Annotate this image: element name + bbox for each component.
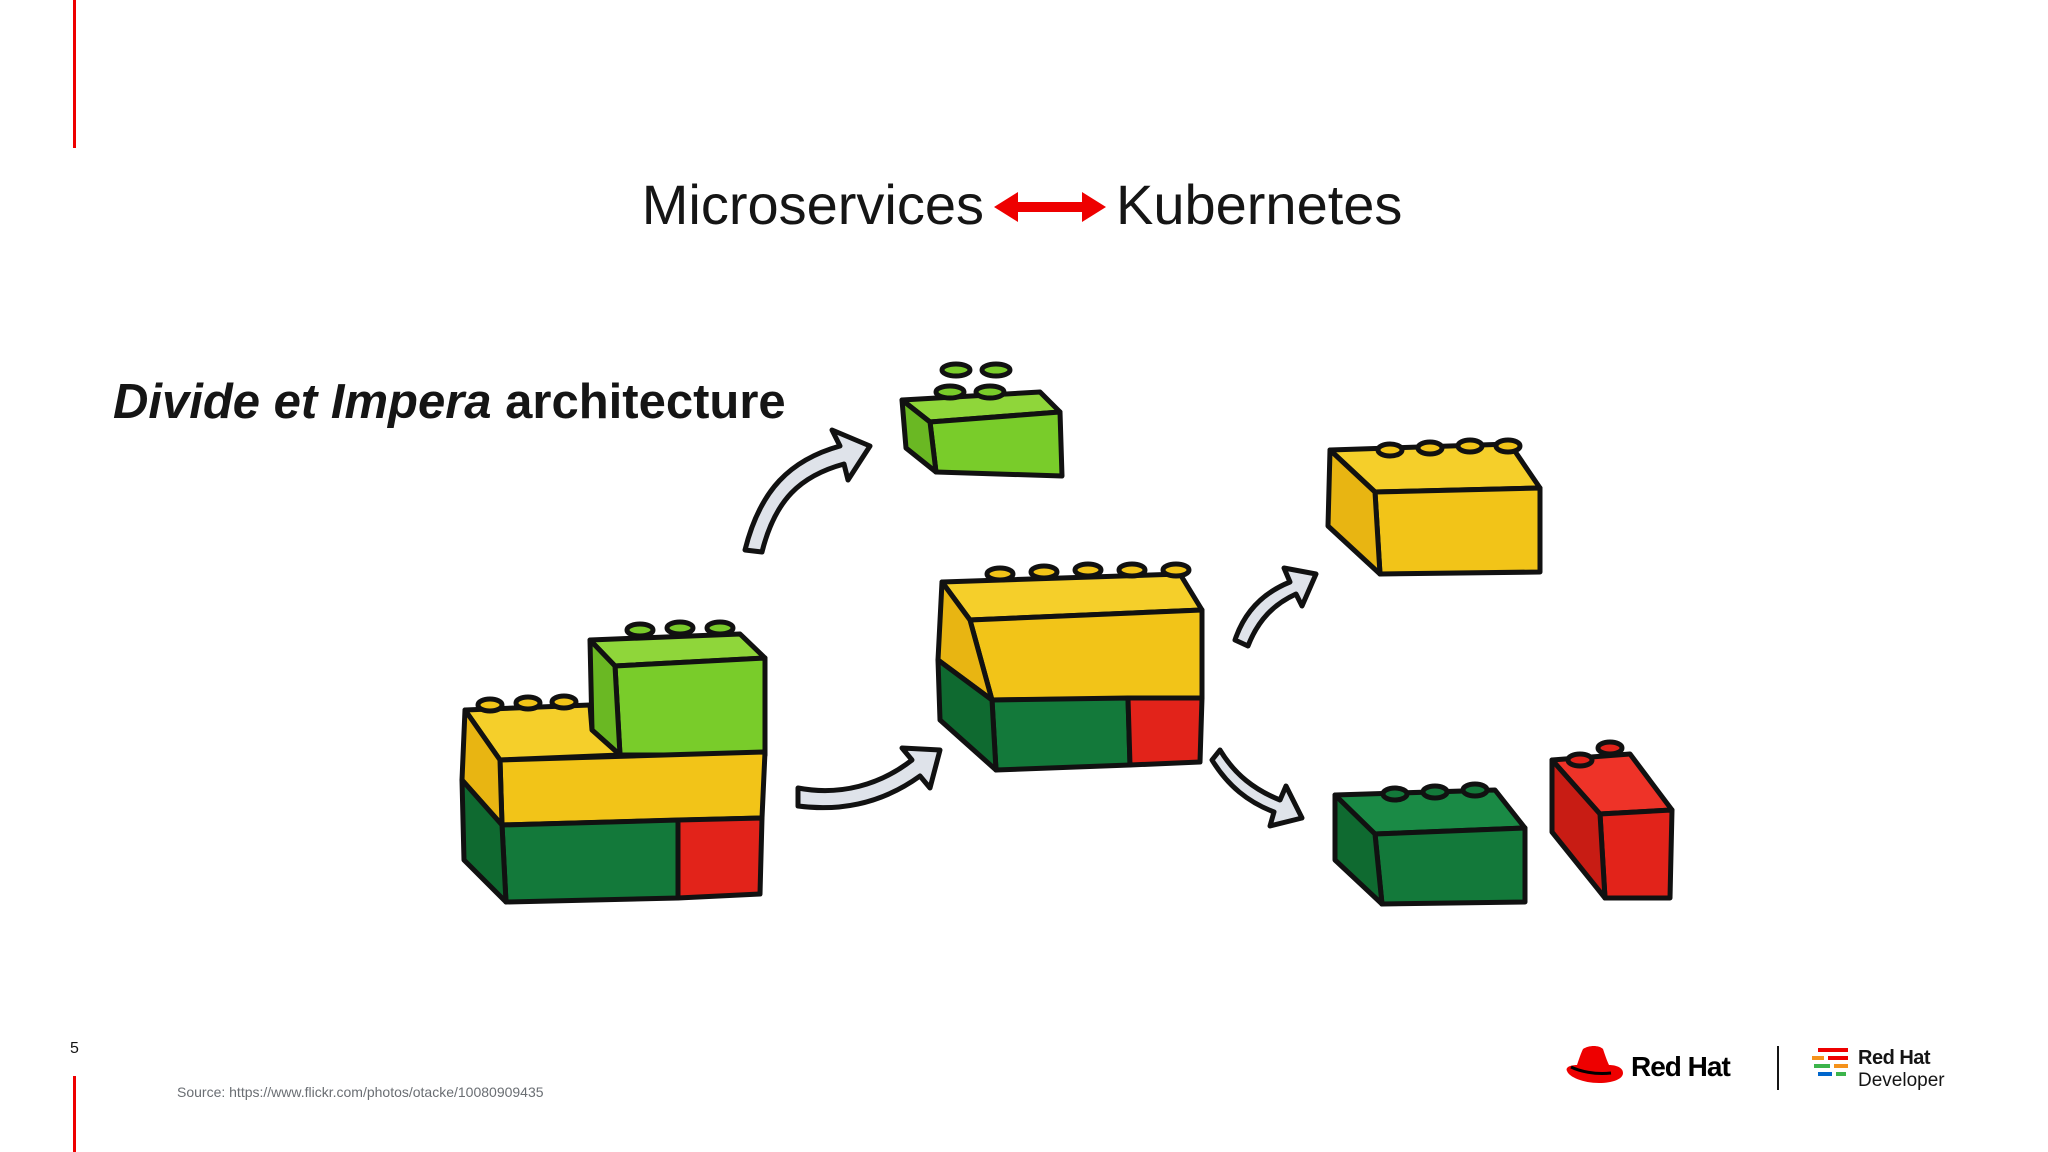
curved-arrow-up [742, 427, 873, 555]
brick-yellow-right [1325, 437, 1543, 577]
subtitle-italic: Divide et Impera [113, 375, 492, 429]
accent-line-top [73, 0, 76, 148]
redhat-wordmark: Red Hat [1631, 1051, 1731, 1082]
brick-assembled-left [459, 619, 768, 905]
redhat-developer-logo: Red Hat Developer [1812, 1046, 1982, 1096]
curved-arrow-right [795, 745, 943, 811]
developer-stripes-icon [1812, 1048, 1848, 1076]
logo-divider [1777, 1046, 1779, 1090]
lego-illustration [459, 361, 1675, 907]
slide-title: Microservices Kubernetes [0, 170, 2048, 250]
subtitle: Divide et Impera architecture [113, 370, 786, 434]
brick-light-green-small [899, 361, 1065, 479]
curved-arrow-up-right [1232, 565, 1319, 649]
page-number: 5 [70, 1040, 79, 1057]
source-credit: Source: https://www.flickr.com/photos/ot… [177, 1084, 544, 1100]
title-kubernetes: Kubernetes [1116, 173, 1403, 236]
subtitle-rest: architecture [491, 375, 786, 429]
brick-center [935, 561, 1205, 773]
brick-dark-green-right [1332, 781, 1528, 907]
accent-line-bottom [73, 1076, 76, 1152]
developer-wordmark-line1: Red Hat [1858, 1047, 1931, 1069]
double-arrow-icon [994, 192, 1106, 222]
redhat-hat-icon [1566, 1046, 1623, 1083]
title-microservices: Microservices [641, 173, 984, 236]
developer-wordmark-line2: Developer [1858, 1070, 1945, 1091]
curved-arrow-down-right [1209, 747, 1305, 829]
brick-red-right [1549, 739, 1675, 901]
redhat-logo: Red Hat [1565, 1045, 1755, 1093]
